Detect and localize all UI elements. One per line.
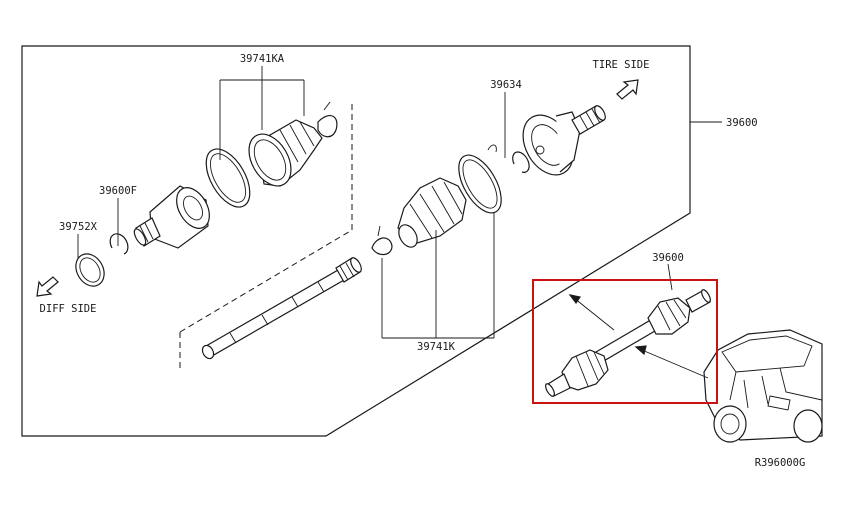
label-diff-side: DIFF SIDE bbox=[40, 303, 97, 315]
inner-joint-housing bbox=[133, 185, 210, 249]
label-tire-side: TIRE SIDE bbox=[593, 59, 650, 71]
inset-drive-shaft bbox=[545, 263, 711, 397]
dust-ring-39752x bbox=[75, 253, 105, 287]
outer-cv-joint bbox=[522, 105, 606, 176]
label-39752x: 39752X bbox=[59, 221, 98, 233]
label-39600-main: 39600 bbox=[726, 117, 758, 129]
outline-arrow-up-right-icon bbox=[616, 79, 639, 100]
outline-arrow-down-left-icon bbox=[36, 276, 59, 297]
label-39634: 39634 bbox=[490, 79, 522, 91]
shaft-dashed-outline bbox=[179, 104, 353, 372]
label-39600f: 39600F bbox=[99, 185, 137, 197]
outer-boot-kit bbox=[371, 144, 502, 256]
label-diagram-code: R396000G bbox=[755, 457, 806, 469]
intermediate-shaft bbox=[201, 257, 362, 360]
label-39741ka: 39741KA bbox=[240, 53, 285, 65]
label-39741k: 39741K bbox=[417, 341, 456, 353]
highlight-box bbox=[532, 279, 718, 404]
snap-ring-39634 bbox=[512, 151, 530, 173]
assembly-frame bbox=[21, 45, 691, 437]
inner-boot-kit bbox=[205, 101, 338, 208]
vehicle-sketch bbox=[703, 329, 823, 443]
leader-lines bbox=[77, 66, 722, 339]
label-39600-inset: 39600 bbox=[652, 252, 684, 264]
circlip-39600f bbox=[109, 233, 129, 255]
